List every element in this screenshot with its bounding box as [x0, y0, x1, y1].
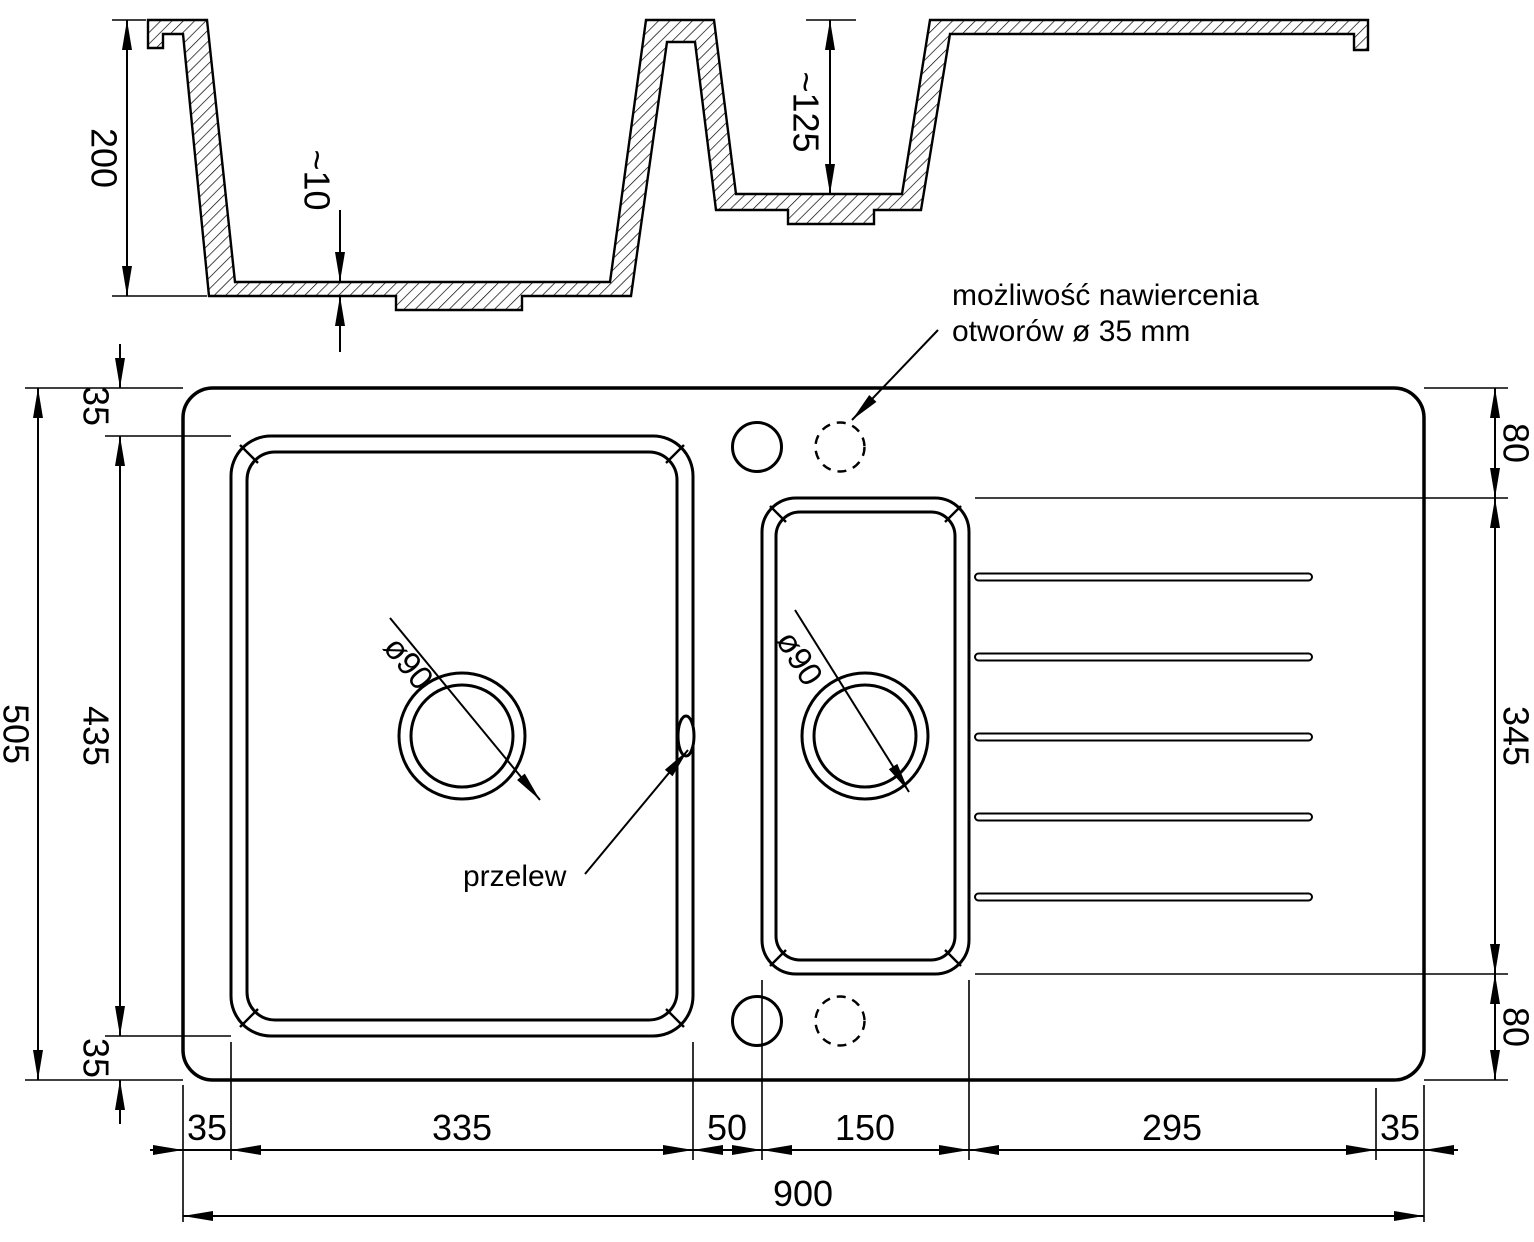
- tap-hole-drill-option-bottom: [814, 995, 866, 1047]
- section-profile: [146, 18, 1370, 312]
- dim-small-basin-depth-label: ~125: [786, 71, 827, 152]
- dim-right-margin-label: 35: [1380, 1107, 1420, 1148]
- drainer-groove: [974, 892, 1313, 902]
- drill-note-line2: otworów ø 35 mm: [952, 315, 1190, 348]
- dim-right-bottom-offset-label: 80: [1496, 1007, 1534, 1047]
- drainer-groove: [974, 572, 1313, 582]
- small-basin-corner-marks: [769, 505, 962, 967]
- drainer-groove: [974, 812, 1313, 822]
- drainer-grooves: [974, 572, 1313, 902]
- dim-small-basin-height-label: 345: [1496, 706, 1534, 766]
- overflow-hole: [676, 714, 696, 758]
- small-drain-leader: [794, 609, 910, 793]
- drainer-groove: [974, 732, 1313, 742]
- dim-divider-width-label: 50: [707, 1107, 747, 1148]
- tap-hole-bottom: [731, 995, 783, 1047]
- tap-hole-top: [731, 421, 783, 473]
- small-drain-inner-circle: [812, 683, 918, 789]
- dim-main-basin-width-label: 335: [432, 1107, 492, 1148]
- plan-view: możliwość nawiercenia otworów ø 35 mm pr…: [181, 279, 1426, 1082]
- cross-section-view: 200 ~10 ~125: [84, 18, 1370, 352]
- drill-note-line1: możliwość nawiercenia: [952, 279, 1259, 312]
- plan-dimensions: 505 35 435 35 80 345 80: [0, 344, 1534, 1222]
- dim-small-basin-width-label: 150: [835, 1107, 895, 1148]
- dim-bottom-margin-label: 35: [76, 1038, 117, 1078]
- dim-total-width-label: 900: [773, 1173, 833, 1214]
- main-drain-inner-circle: [409, 683, 515, 789]
- tap-hole-drill-option-top: [814, 421, 866, 473]
- dim-drainer-width-label: 295: [1142, 1107, 1202, 1148]
- dim-total-depth-label: 200: [84, 128, 125, 188]
- extension-lines: [25, 387, 1508, 1222]
- overflow-label: przelew: [463, 860, 567, 893]
- main-basin-corner-marks: [239, 444, 685, 1028]
- dim-top-margin-label: 35: [76, 386, 117, 426]
- dim-total-height-label: 505: [0, 704, 37, 764]
- dim-right-top-offset-label: 80: [1496, 423, 1534, 463]
- dim-main-basin-height-label: 435: [76, 706, 117, 766]
- drainer-groove: [974, 652, 1313, 662]
- dim-left-margin-label: 35: [187, 1107, 227, 1148]
- main-drain-leader: [389, 617, 541, 801]
- dim-bottom-thickness-label: ~10: [297, 149, 338, 210]
